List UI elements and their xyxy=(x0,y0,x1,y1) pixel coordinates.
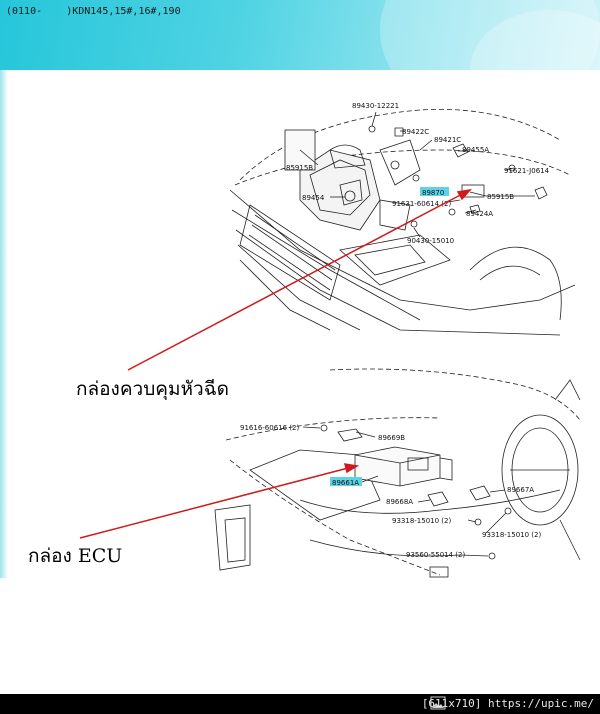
arrow-to-ecu xyxy=(79,466,353,539)
highlight-box xyxy=(330,477,362,486)
part-label: 89669B xyxy=(378,434,405,442)
highlight-box xyxy=(420,187,449,196)
caption-injector-control-box: กล่องควบคุมหัวฉีด xyxy=(76,378,229,400)
top-engine-drawing xyxy=(229,109,576,336)
part-label: 89455A xyxy=(462,146,489,154)
part-label: 93560-55014 (2) xyxy=(406,551,465,559)
part-label: 93318-15010 (2) xyxy=(392,517,451,525)
part-label: 91616-60616 (2) xyxy=(240,424,299,432)
bottom-dashboard-drawing xyxy=(214,368,581,578)
part-label: 89421C xyxy=(434,136,461,144)
left-border-strip xyxy=(0,70,8,578)
part-label: 93318-15010 (2) xyxy=(482,531,541,539)
part-label: 89430-12221 xyxy=(352,102,399,110)
arrowhead xyxy=(343,463,360,474)
part-label: 89667A xyxy=(507,486,534,494)
part-label-highlighted: 89870 xyxy=(422,189,444,197)
part-label: 85915B xyxy=(487,193,514,201)
part-label: 89668A xyxy=(386,498,413,506)
top-part-labels: 89430-12221 89422C 89421C 85915B 89455A … xyxy=(286,102,550,245)
image-host-footer: [611x710] https://upic.me/ xyxy=(0,694,600,714)
part-label: 85915B xyxy=(286,164,313,172)
part-label: 89422C xyxy=(402,128,429,136)
bottom-part-labels: 91616-60616 (2) 89669B 89661A 89667A 896… xyxy=(240,424,541,559)
footer-text: [611x710] https://upic.me/ xyxy=(421,697,594,710)
part-label-highlighted: 89661A xyxy=(332,479,359,487)
arrow-to-injector-box xyxy=(127,191,467,371)
caption-ecu-box: กล่อง ECU xyxy=(28,545,123,567)
header-text: (0110- )KDN145,15#,16#,190 xyxy=(6,6,181,17)
part-label: 90430-15010 xyxy=(407,237,454,245)
image-icon xyxy=(430,696,446,710)
header-banner: (0110- )KDN145,15#,16#,190 xyxy=(0,0,600,70)
arrowhead xyxy=(456,188,472,201)
pointer-arrows xyxy=(79,188,472,539)
part-label: 91631-60614 (2) xyxy=(392,200,451,208)
part-label: 89454 xyxy=(302,194,325,202)
part-label: 89424A xyxy=(466,210,493,218)
part-label: 91621-J0614 xyxy=(504,167,550,175)
